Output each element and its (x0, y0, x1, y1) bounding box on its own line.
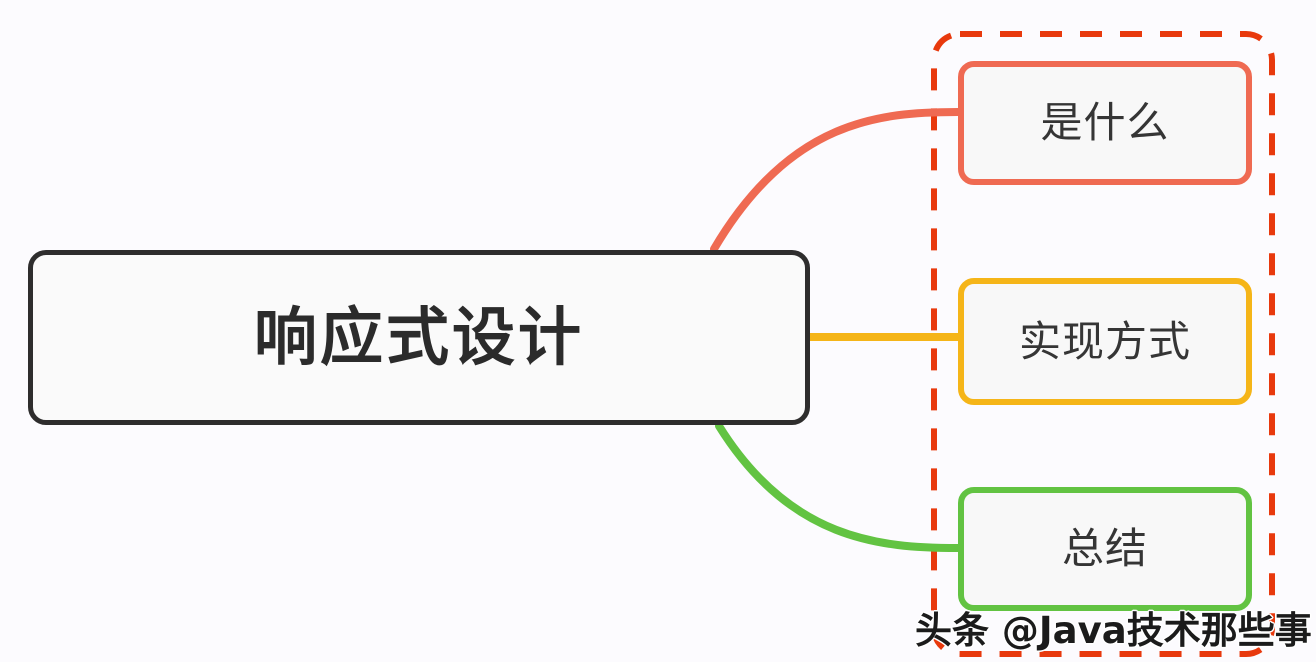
branch-node-what[interactable]: 是什么 (958, 61, 1252, 185)
branch-node-summary[interactable]: 总结 (958, 487, 1252, 611)
connector-summary (715, 422, 962, 552)
root-node[interactable]: 响应式设计 (28, 250, 810, 425)
watermark-text: 头条 @Java技术那些事 (915, 609, 1312, 652)
branch-node-how[interactable]: 实现方式 (958, 278, 1252, 405)
branch-node-what-label: 是什么 (1040, 98, 1170, 147)
connector-what (710, 108, 962, 253)
branch-node-summary-label: 总结 (1061, 524, 1148, 573)
branch-node-how-label: 实现方式 (1018, 316, 1191, 366)
root-node-label: 响应式设计 (254, 301, 584, 374)
